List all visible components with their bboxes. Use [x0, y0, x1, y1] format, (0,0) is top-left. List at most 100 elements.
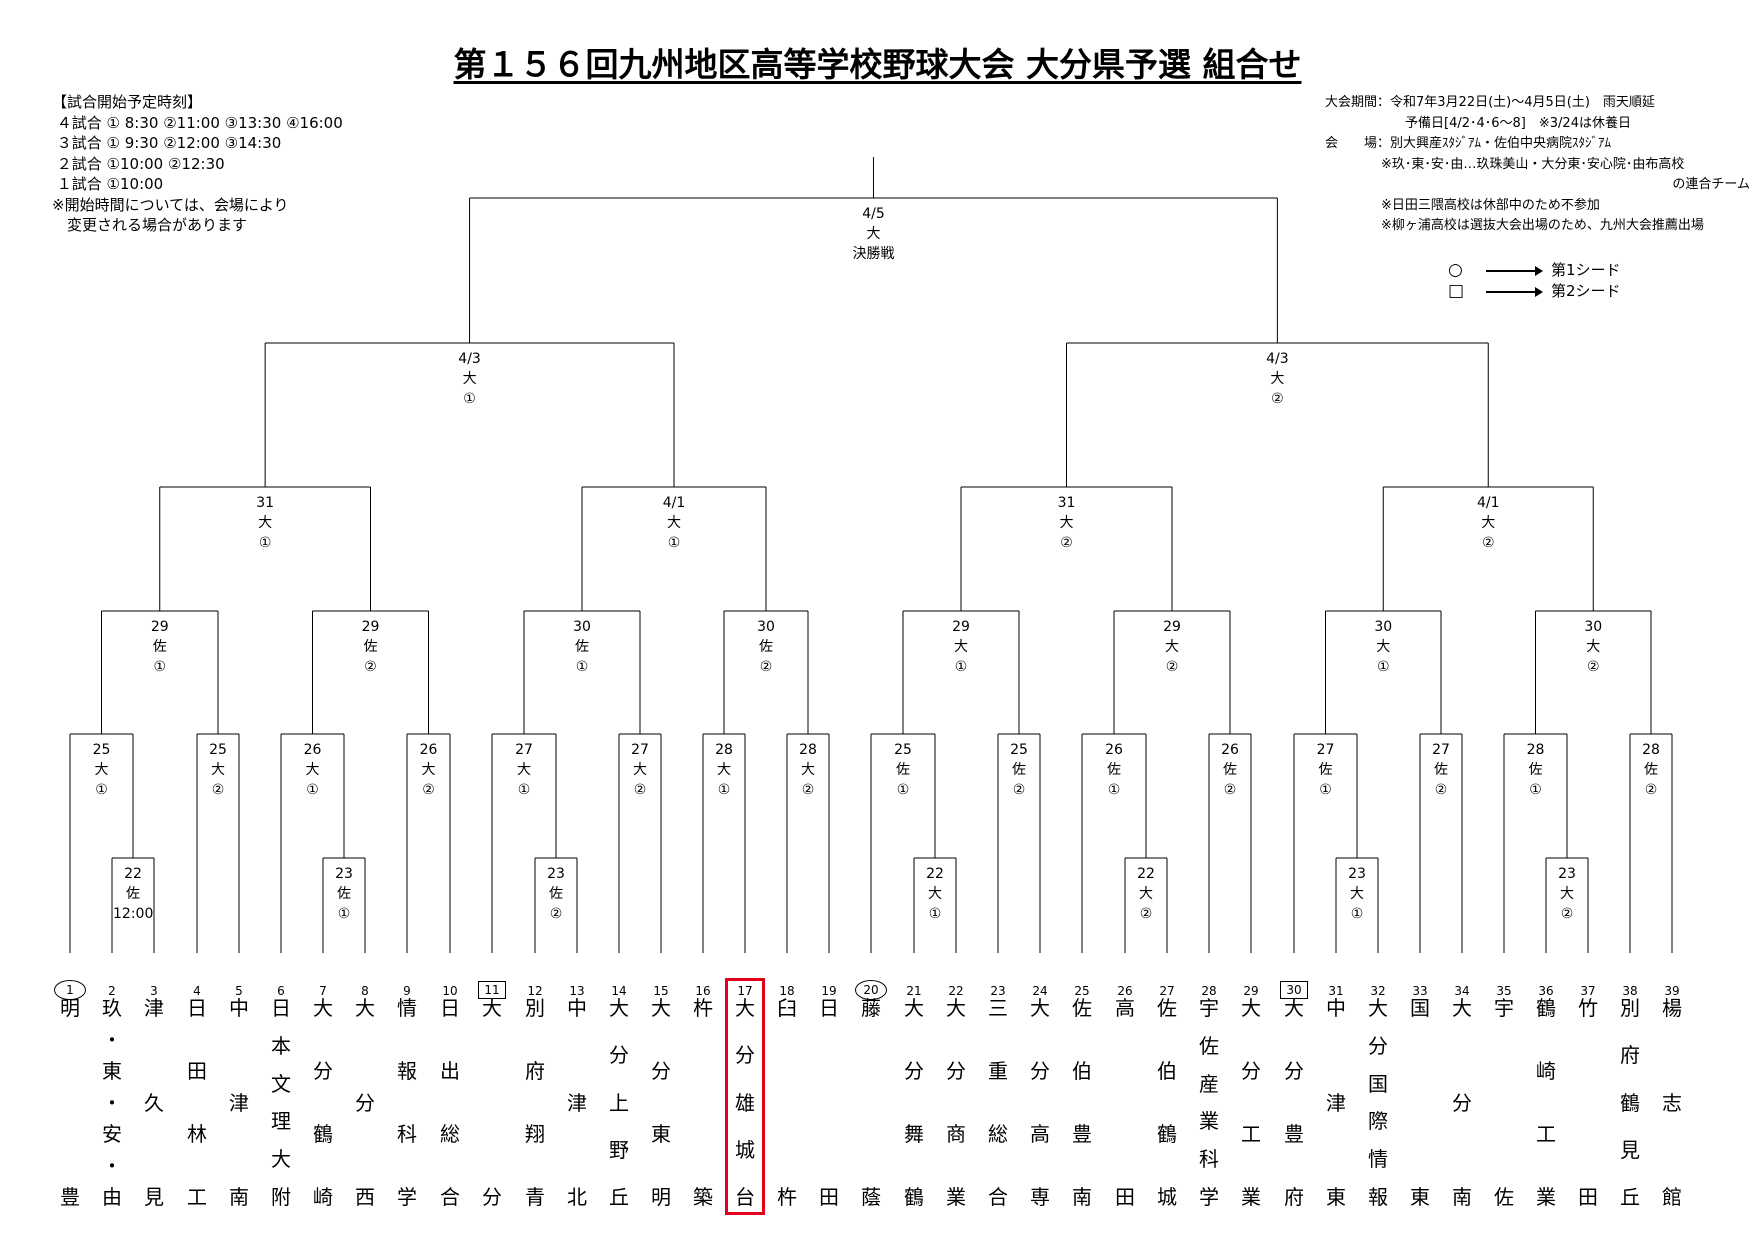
team-name-char: 分	[1030, 1059, 1050, 1083]
match-label-line: 大	[1059, 515, 1074, 531]
team-name-char: 雄	[735, 1090, 755, 1115]
team-name-char: 伯	[1072, 1059, 1092, 1083]
match-label-line: ①	[337, 906, 351, 922]
match-label-line: 12:00	[113, 906, 154, 922]
team-name-char: 蔭	[861, 1185, 881, 1209]
team-name-char: 科	[1199, 1147, 1219, 1172]
team-name-char: 臼	[777, 996, 797, 1020]
match-label-line: 大	[1270, 371, 1285, 387]
match-label-line: 4/5	[862, 206, 885, 222]
match-label-line: ②	[364, 659, 377, 675]
team-name-char: 国	[1410, 996, 1430, 1020]
team-name-char: 南	[1072, 1185, 1092, 1209]
team-name-char: 宇	[1199, 996, 1219, 1020]
team-name-char: 中	[1326, 996, 1346, 1020]
team-name-char: 津	[567, 1090, 587, 1115]
match-label-line: 大	[94, 762, 109, 778]
match-label-line: 佐	[1012, 762, 1026, 778]
match-label-line: 大	[211, 762, 225, 778]
team-name-char: 鶴	[1157, 1122, 1177, 1146]
team-name-char: 分	[735, 1043, 755, 1068]
match-label-line: 大	[258, 515, 273, 531]
seed-number: 28	[1201, 984, 1217, 998]
team-name-char: 築	[693, 1185, 713, 1209]
team-name-char: 杵	[777, 1185, 797, 1209]
match-label-line: 大	[1350, 886, 1364, 902]
seed-number: 1	[54, 980, 86, 1000]
team-name-char: 大	[271, 1147, 291, 1172]
schedule-note: 変更される場合があります	[52, 216, 248, 234]
match-label-line: ①	[463, 391, 476, 407]
match-label-line: ②	[1271, 391, 1284, 407]
team-name-char: 学	[397, 1185, 417, 1209]
seed-number: 12	[527, 984, 543, 998]
team-name-char: 林	[187, 1122, 207, 1146]
team-name-char: 業	[1241, 1185, 1261, 1209]
seed-number: 34	[1454, 984, 1470, 998]
seed-number: 9	[403, 984, 411, 998]
match-label-line: ①	[1319, 782, 1332, 798]
team-name-char: 翔	[525, 1122, 545, 1146]
team-name-char: 由	[102, 1185, 122, 1209]
match-label-line: ②	[1223, 782, 1237, 798]
team-name-char: 科	[397, 1122, 417, 1146]
seed-number: 39	[1664, 984, 1680, 998]
match-label-line: 佐	[896, 762, 910, 778]
match-label-line: 大	[1139, 886, 1153, 902]
team-name-char: ・	[102, 1027, 122, 1052]
seed-number: 33	[1412, 984, 1428, 998]
team-name-char: 商	[946, 1122, 966, 1146]
match-label-line: 大	[1560, 886, 1574, 902]
team-name-char: 高	[1115, 996, 1135, 1020]
match-label-line: 23	[547, 866, 565, 882]
team-name-char: 佐	[1072, 996, 1092, 1020]
team-name-char: 分	[651, 1059, 671, 1083]
team-name-char: 田	[1115, 1185, 1135, 1209]
match-label-line: ②	[1060, 535, 1073, 551]
match-label-line: 30	[757, 619, 775, 635]
team-name-char: 別	[1620, 996, 1640, 1020]
match-label-line: ①	[1350, 906, 1364, 922]
team-name-char: 志	[1662, 1090, 1682, 1115]
match-label-line: ②	[549, 906, 563, 922]
highlight-box	[725, 978, 765, 1215]
match-label-line: 22	[124, 866, 142, 882]
team-name-char: 南	[1452, 1185, 1472, 1209]
team-name-char: 見	[144, 1185, 164, 1209]
match-label-line: 大	[667, 515, 681, 531]
team-name-char: 業	[946, 1185, 966, 1209]
team-name-char: 野	[609, 1137, 629, 1162]
seed-number: 26	[1117, 984, 1133, 998]
match-label-line: 佐	[1528, 762, 1543, 778]
team-name-char: 豊	[1284, 1122, 1304, 1146]
match-label-line: 30	[1374, 619, 1393, 635]
match-label-line: ①	[575, 659, 589, 675]
seed-number: 22	[948, 984, 964, 998]
team-name-char: 分	[609, 1043, 629, 1068]
team-name-char: 分	[1241, 1059, 1261, 1083]
schedule-line: ４試合 ① 8:30 ②11:00 ③13:30 ④16:00	[52, 113, 343, 132]
team-name-char: 産	[1199, 1071, 1219, 1096]
schedule-line: １試合 ①10:00	[52, 175, 164, 193]
seed-number: 21	[906, 984, 922, 998]
seed-number: 2	[108, 984, 116, 998]
match-label-line: ①	[667, 535, 681, 551]
seed-number: 8	[361, 984, 369, 998]
info-note: ※日田三隈高校は休部中のため不参加	[1381, 197, 1600, 213]
seed-number: 5	[235, 984, 243, 998]
team-name-char: 東	[1326, 1185, 1346, 1209]
match-label-line: 28	[799, 742, 817, 758]
match-label-line: 大	[717, 762, 731, 778]
team-name-char: 崎	[313, 1185, 333, 1209]
team-name-char: 大	[735, 996, 755, 1020]
match-label-line: 大	[633, 762, 647, 778]
team-name-char: 情	[397, 996, 417, 1020]
match-label-line: 29	[952, 619, 970, 635]
